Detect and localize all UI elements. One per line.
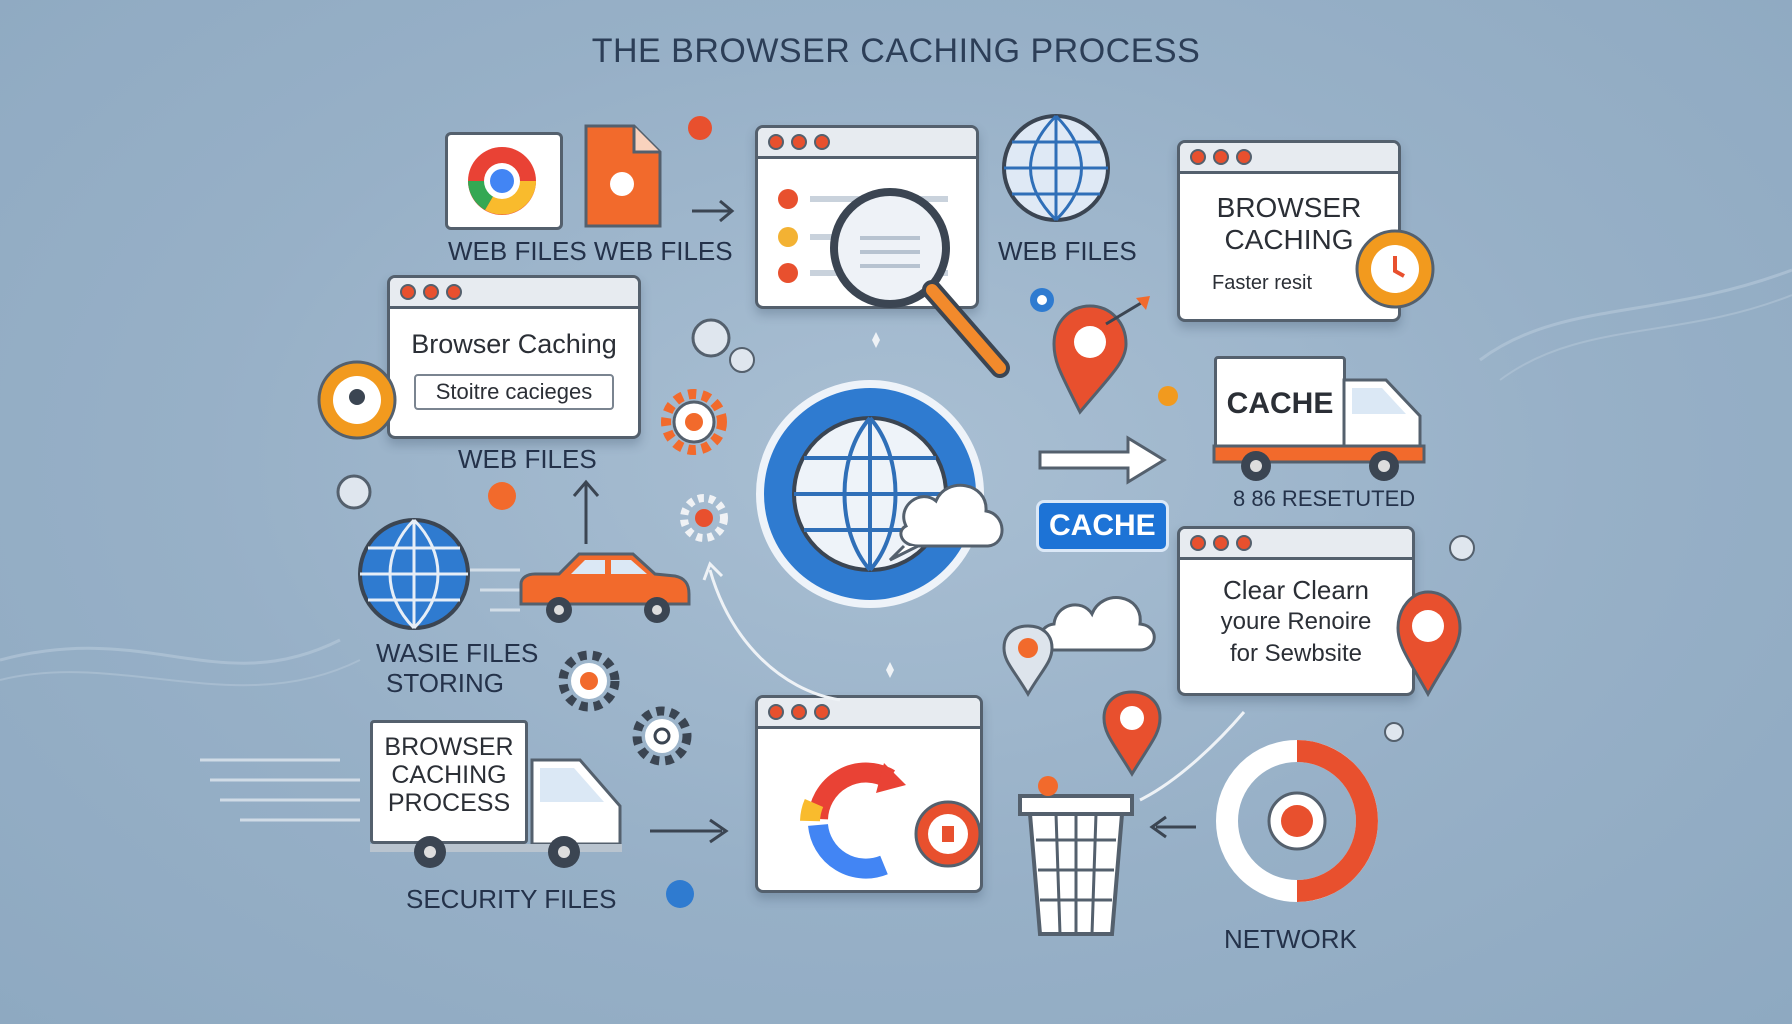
faster-result-text: Faster resit [1212, 272, 1313, 294]
curved-arrow-right-icon [1139, 711, 1246, 802]
process-truck-line-2: CACHING [391, 761, 507, 789]
store-caches-field: Stoitre cacieges [414, 374, 614, 410]
map-pin-right-icon [1396, 590, 1462, 698]
clock-badge-icon [1355, 229, 1435, 309]
arrow-up-icon [572, 479, 600, 544]
small-pin-icon [1002, 624, 1054, 697]
clear-cache-window: Clear Clearn youre Renoire for Sewbsite [1177, 526, 1415, 696]
central-globe-icon [756, 380, 1004, 608]
cache-badge[interactable]: CACHE [1036, 500, 1169, 552]
network-label: NETWORK [1224, 924, 1357, 954]
storing-label: STORING [386, 668, 504, 698]
map-pin-bottom-icon [1102, 690, 1162, 777]
process-truck: BROWSER CACHING PROCESS [368, 718, 628, 872]
globe-icon [1002, 114, 1110, 222]
browser-caching-window-left: Browser Caching Stoitre cacieges [387, 275, 641, 439]
arrow-right-icon [692, 199, 735, 223]
refresh-icon [800, 762, 906, 879]
key-badge-icon [317, 360, 397, 440]
security-files-label: SECURITY FILES [406, 884, 617, 914]
cache-truck-label: CACHE [1226, 387, 1334, 420]
gear-icon [661, 389, 727, 455]
clear-cache-line-1: Clear Clearn [1223, 575, 1369, 605]
resetuted-label: 8 86 RESETUTED [1233, 486, 1416, 511]
gear-at-icon [632, 706, 692, 766]
refresh-window [755, 695, 983, 893]
map-pin-icon [1052, 296, 1150, 415]
gear-small-icon [680, 494, 728, 542]
web-files-label-left: WEB FILES [458, 444, 597, 474]
web-files-label-top-left: WEB FILES WEB FILES [448, 236, 733, 266]
curved-arrow-icon [702, 561, 841, 702]
arrow-right-large-icon [1038, 435, 1167, 485]
file-icon [582, 122, 664, 235]
trash-icon [1018, 794, 1134, 936]
browser-caching-heading-1: BROWSER [1216, 192, 1362, 223]
car-icon [519, 552, 691, 623]
clear-cache-line-3: for Sewbsite [1229, 640, 1363, 667]
process-truck-line-3: PROCESS [387, 789, 511, 817]
page-title: THE BROWSER CACHING PROCESS [591, 32, 1201, 70]
donut-icon [1216, 740, 1378, 902]
process-truck-line-1: BROWSER [384, 733, 514, 761]
magnifier-icon [830, 188, 1010, 378]
location-dot-icon [1030, 288, 1054, 312]
chrome-icon [445, 132, 563, 230]
browser-caching-heading-2: CACHING [1224, 224, 1354, 255]
arrow-left-icon [1149, 815, 1196, 839]
arrow-right-bottom-icon [650, 818, 729, 844]
clear-cache-line-2: youre Renoire [1220, 608, 1372, 635]
refresh-badge-icon [914, 800, 982, 868]
browser-caching-left-heading: Browser Caching [411, 329, 617, 359]
cloud-icon [1038, 596, 1156, 652]
web-files-label-top-center: WEB FILES [998, 236, 1137, 266]
waste-files-label: WASIE FILES [376, 638, 539, 668]
globe-left-icon [358, 518, 470, 630]
cache-truck: CACHE [1210, 350, 1432, 484]
gear-storing-icon [558, 650, 620, 712]
